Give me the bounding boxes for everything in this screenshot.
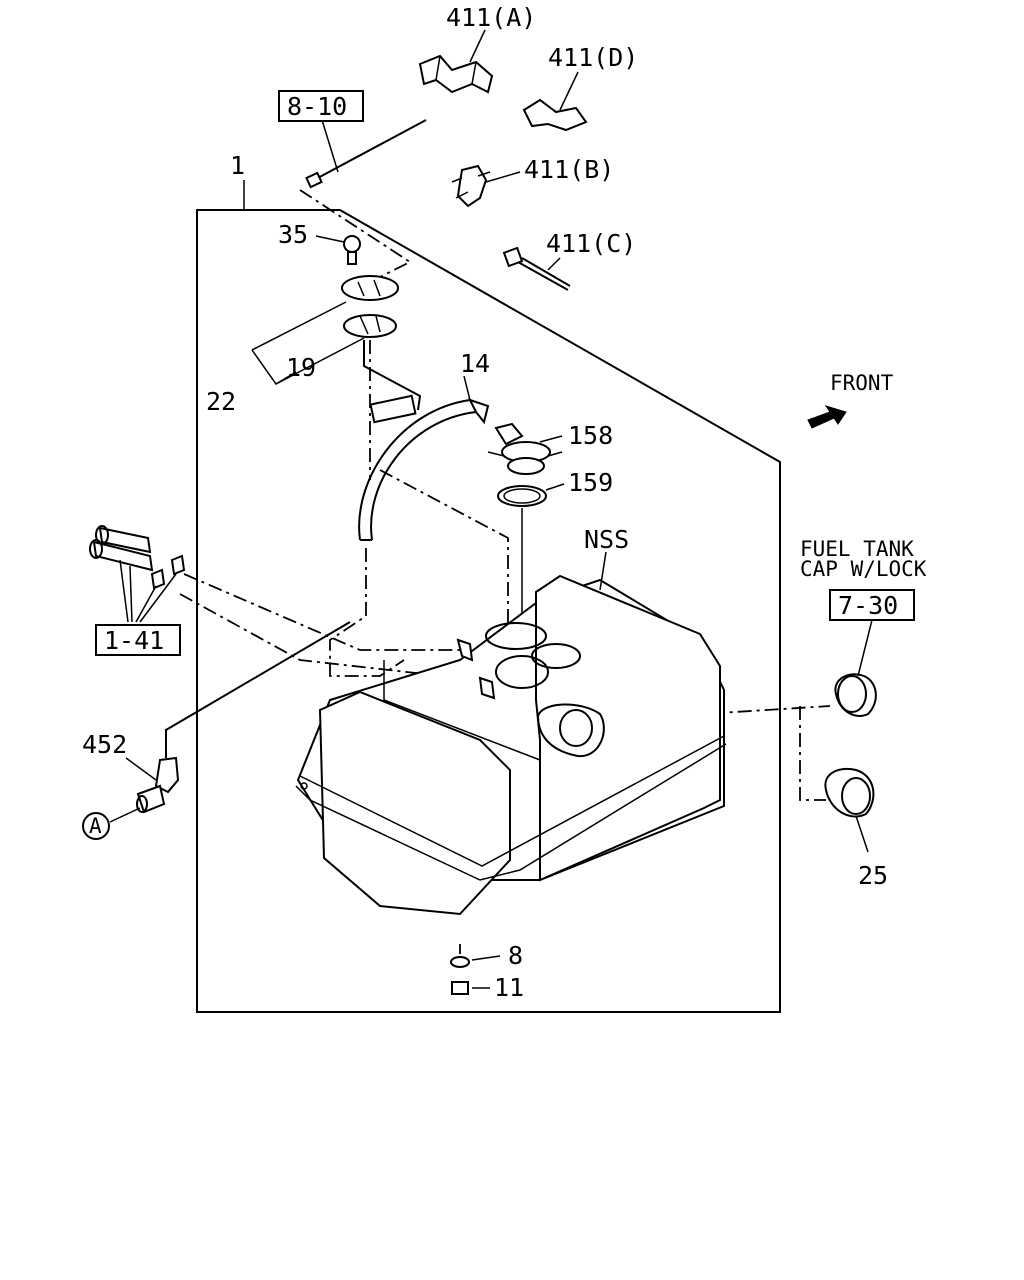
- clip-411a: [418, 29, 494, 94]
- ref-8-10-box: [278, 90, 364, 122]
- label-411b: 411(B): [524, 155, 614, 184]
- assembly-frame: [196, 180, 781, 1013]
- valve-158: [487, 422, 563, 475]
- label-part-158: 158: [568, 421, 613, 450]
- label-part-1: 1: [230, 151, 245, 180]
- label-part-14: 14: [460, 349, 490, 378]
- fuel-cap-25: [824, 768, 875, 853]
- label-part-159: 159: [568, 468, 613, 497]
- label-part-22: 22: [206, 387, 236, 416]
- label-411d: 411(D): [548, 43, 638, 72]
- front-arrow-icon: [807, 405, 847, 429]
- callout-a-circle: [82, 812, 110, 840]
- elbow-452: [109, 621, 351, 823]
- label-part-452: 452: [82, 730, 127, 759]
- clip-411b: [451, 164, 521, 208]
- label-ref-1-41: 1-41: [104, 626, 164, 655]
- label-part-8: 8: [508, 941, 523, 970]
- fuel-pump-assembly: [251, 275, 422, 480]
- label-411a: 411(A): [446, 3, 536, 32]
- label-ref-8-10: 8-10: [287, 92, 347, 121]
- ref-7-30-box: [829, 589, 915, 621]
- label-cap-line2: CAP W/LOCK: [800, 557, 927, 581]
- gasket-159: [497, 483, 565, 630]
- label-part-25: 25: [858, 861, 888, 890]
- label-part-19: 19: [286, 353, 316, 382]
- fuel-tank: [295, 574, 727, 916]
- pipes-1-41: [89, 525, 186, 623]
- label-411c: 411(C): [546, 229, 636, 258]
- bolt-35: [315, 235, 361, 265]
- label-callout-a: A: [89, 814, 102, 838]
- ref-1-41-box: [95, 624, 181, 656]
- clip-411c: [502, 246, 571, 291]
- label-front: FRONT: [830, 371, 894, 395]
- hose-14: [358, 375, 490, 541]
- nut-11: [451, 981, 490, 995]
- label-nss: NSS: [584, 525, 629, 554]
- washer-8: [450, 955, 501, 968]
- nss-leader: [599, 551, 607, 591]
- harness-8-10: [299, 119, 427, 279]
- label-part-11: 11: [494, 973, 524, 1002]
- label-part-35: 35: [278, 220, 308, 249]
- label-ref-7-30: 7-30: [838, 591, 898, 620]
- label-cap-line1: FUEL TANK: [800, 537, 914, 561]
- fuel-cap-lock: [834, 619, 877, 717]
- clip-411d: [522, 71, 588, 132]
